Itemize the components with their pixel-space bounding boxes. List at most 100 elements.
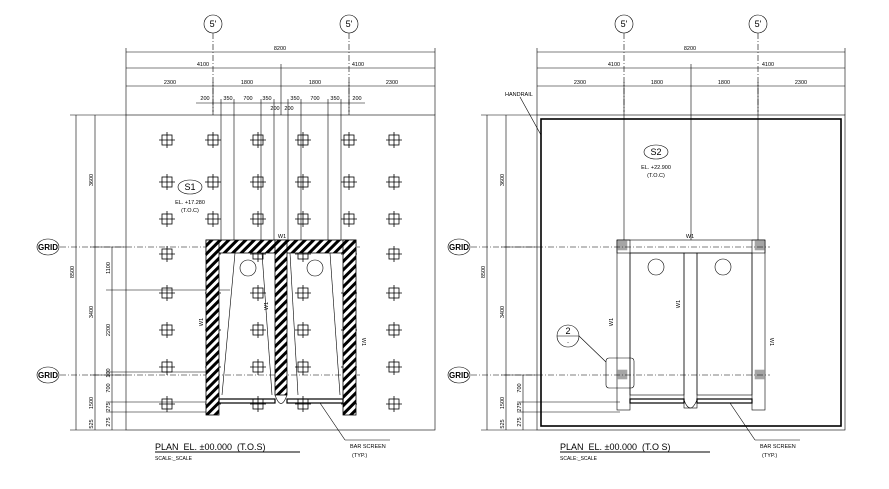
plan-title: PLAN_EL. ±00.000_(T.O S) <box>560 442 671 452</box>
dim-seg: 1800 <box>241 80 253 86</box>
pile-crosshair <box>295 132 311 148</box>
pile-crosshair <box>386 322 402 338</box>
side-dimensions <box>481 114 620 431</box>
dim-vertical-part: 1100 <box>106 262 112 274</box>
grid-label: 5' <box>621 19 628 29</box>
pile-crosshair <box>250 285 266 301</box>
dim-small: 200 <box>270 106 279 112</box>
dim-seg: 2300 <box>795 80 807 86</box>
wall-label: W1 <box>278 234 286 240</box>
bar-screen-typ: (TYP.) <box>762 453 777 459</box>
dim-seg: 2300 <box>574 80 586 86</box>
dim-small: 350 <box>223 96 232 102</box>
tag-s2-bubble <box>643 144 669 160</box>
scale-label: SCALE:_SCALE <box>560 456 598 462</box>
elevation-label: EL. +22.900 <box>641 165 671 171</box>
wall-label: W1 <box>360 338 366 346</box>
dim-total: 8200 <box>684 46 696 52</box>
pile-crosshair <box>250 359 266 375</box>
dim-seg: 1800 <box>309 80 321 86</box>
scale-label: SCALE:_SCALE <box>155 456 193 462</box>
dim-vertical-bottom: 275 <box>106 417 112 426</box>
dim-vertical-bottom: 700 <box>517 383 523 392</box>
dim-vertical-top: 3600 <box>89 174 95 186</box>
grid-bubble-left-2 <box>447 366 770 384</box>
grid-bubble-left-1 <box>447 238 770 256</box>
elevation-label: EL. +17.280 <box>175 200 205 206</box>
slab-outline <box>536 114 846 431</box>
bar-screen <box>629 398 800 441</box>
grid-label: GRID <box>449 371 469 380</box>
dim-vertical-bottom: 1500 <box>89 397 95 409</box>
grid-bubble-top-2 <box>339 14 359 112</box>
pile-crosshair <box>386 396 402 412</box>
pile-crosshair <box>159 285 175 301</box>
dim-vertical-total: 8500 <box>481 266 487 278</box>
dim-vertical-bottom: 1500 <box>500 397 506 409</box>
detail-callout <box>556 324 635 389</box>
tag-s2: S2 <box>650 147 661 157</box>
toc-label: (T.O.C) <box>647 173 665 179</box>
grid-bubble-top-1 <box>203 14 223 112</box>
opening-walls <box>616 239 766 411</box>
pile-crosshair <box>250 174 266 190</box>
dim-vertical-part: 700 <box>106 383 112 392</box>
detail-number: 2 <box>565 326 570 336</box>
dim-total: 8200 <box>274 46 286 52</box>
dim-vertical-total: 8500 <box>70 266 76 278</box>
pile-crosshair <box>159 322 175 338</box>
dim-vertical-bottom: 525 <box>89 419 95 428</box>
dim-vertical-mid: 3400 <box>89 306 95 318</box>
handrail <box>540 118 842 427</box>
pile-crosshair <box>205 211 221 227</box>
pile-crosshair <box>159 211 175 227</box>
channel-lines <box>221 252 341 396</box>
dim-seg: 1800 <box>718 80 730 86</box>
dim-half: 4100 <box>352 62 364 68</box>
handrail-label: HANDRAIL <box>505 92 533 98</box>
pile-crosshair <box>295 174 311 190</box>
right-plan <box>447 14 846 453</box>
bar-screen-label: BAR SCREEN <box>760 444 796 450</box>
plan-title: PLAN_EL. ±00.000_(T.O.S) <box>155 442 266 452</box>
left-texts: 5' 5' GRID GRID 8200 4100 4100 2300 1800… <box>38 19 398 462</box>
grid-bubble-left-2 <box>36 366 360 384</box>
pile-crosshair <box>341 174 357 190</box>
pile-crosshair <box>159 174 175 190</box>
dim-seg: 1800 <box>651 80 663 86</box>
dim-vertical-bottom: 275 <box>106 402 112 411</box>
dim-half: 4100 <box>762 62 774 68</box>
dim-half: 4100 <box>197 62 209 68</box>
pile-crosshair <box>295 322 311 338</box>
pile-crosshair <box>295 285 311 301</box>
dim-small: 700 <box>310 96 319 102</box>
wall-label: W1 <box>676 300 682 308</box>
dim-small: 200 <box>200 96 209 102</box>
dim-vertical-part: 2200 <box>106 324 112 336</box>
grid-label: 5' <box>346 19 353 29</box>
pile-crosshair <box>386 211 402 227</box>
pile-crosshair <box>386 246 402 262</box>
dim-vertical-mid: 3400 <box>500 306 506 318</box>
pile-crosshair <box>250 132 266 148</box>
pile-crosshair <box>295 359 311 375</box>
dim-small: 200 <box>352 96 361 102</box>
dim-vertical-top: 3600 <box>500 174 506 186</box>
side-dimensions <box>70 114 230 431</box>
pile-crosshair <box>250 322 266 338</box>
slab-outline <box>125 114 436 431</box>
grid-label: GRID <box>38 371 58 380</box>
dim-small: 350 <box>262 96 271 102</box>
dim-vertical-part: 100 <box>106 368 112 377</box>
pile-crosshair <box>386 174 402 190</box>
dim-small: 350 <box>290 96 299 102</box>
dim-small: 350 <box>330 96 339 102</box>
hatched-walls <box>205 239 357 416</box>
grid-label: GRID <box>38 243 58 252</box>
tag-s1-bubble <box>177 179 203 195</box>
dim-small: 700 <box>243 96 252 102</box>
pile-crosshair <box>205 132 221 148</box>
dim-vertical-bottom: 525 <box>500 419 506 428</box>
dim-half: 4100 <box>608 62 620 68</box>
bar-screen <box>218 394 390 441</box>
